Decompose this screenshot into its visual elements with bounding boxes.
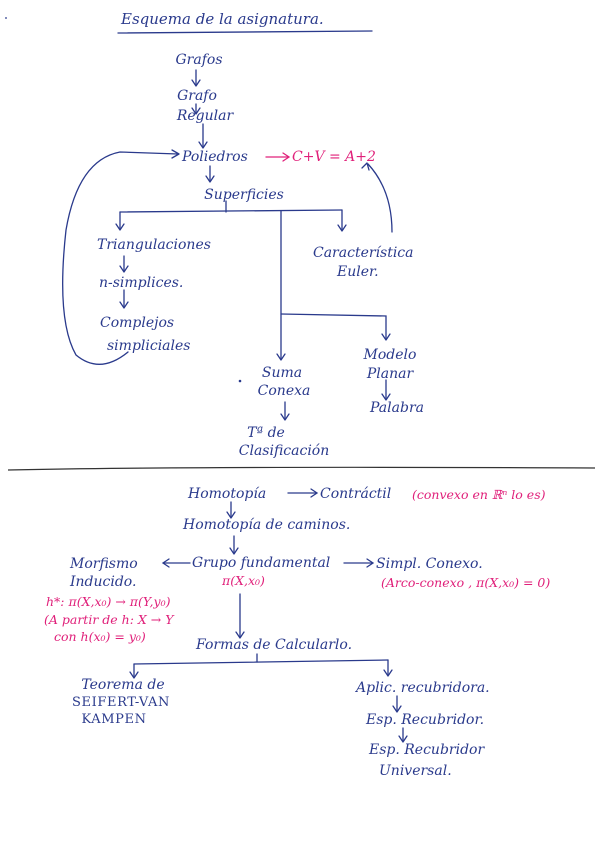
- node-triangulaciones: Triangulaciones: [97, 237, 211, 253]
- loop-complejos-poliedros: [62, 151, 179, 365]
- node-poliedros: Poliedros: [182, 149, 248, 165]
- node-esp-universal-line2: Universal.: [379, 763, 452, 779]
- node-morfismo-line2: Inducido.: [70, 574, 137, 590]
- node-regular: Regular: [176, 108, 234, 124]
- node-seifert-line2: SEIFERT-VAN: [72, 695, 170, 710]
- node-grafos: Grafos: [175, 52, 223, 68]
- grupo-notation: π(X,x₀): [222, 573, 265, 588]
- node-contractil: Contráctil: [320, 486, 392, 502]
- node-suma-line1: Suma: [261, 365, 303, 381]
- contractil-note: (convexo en ℝⁿ lo es): [412, 487, 546, 502]
- node-esp-universal-line1: Esp. Recubridor: [369, 742, 485, 758]
- page-title: Esquema de la asignatura.: [121, 10, 324, 28]
- node-grafo: Grafo: [177, 88, 217, 104]
- node-simpl-conexo: Simpl. Conexo.: [376, 556, 483, 572]
- simpl-conexo-note: (Arco-conexo , π(X,x₀) = 0): [381, 575, 551, 590]
- section-divider: [7, 466, 595, 471]
- node-superficies: Superficies: [204, 187, 284, 203]
- morfismo-note-line2: (A partir de h: X → Y: [44, 612, 174, 627]
- title-underline: [117, 30, 373, 34]
- node-teorema-line2: Clasificación: [238, 443, 330, 459]
- node-formas: Formas de Calcularlo.: [196, 637, 353, 653]
- node-caracteristica-line2: Euler.: [337, 264, 379, 280]
- node-esp-recubridor: Esp. Recubridor.: [366, 712, 485, 728]
- node-modelo-line2: Planar: [366, 366, 414, 382]
- node-homotopia-caminos: Homotopía de caminos.: [183, 517, 351, 533]
- node-palabra: Palabra: [370, 400, 424, 416]
- superficies-branch-line: [119, 209, 343, 213]
- branch-to-modelo: [280, 313, 387, 339]
- node-suma-line2: Conexa: [257, 383, 311, 399]
- node-aplic-recubridora: Aplic. recubridora.: [356, 680, 490, 696]
- node-caracteristica-line1: Característica: [313, 245, 414, 261]
- node-seifert-line3: KAMPEN: [81, 712, 147, 727]
- node-homotopia: Homotopía: [188, 486, 267, 502]
- morfismo-note-line3: con h(x₀) = y₀): [54, 629, 146, 644]
- node-grupo-fundamental: Grupo fundamental: [192, 555, 331, 571]
- node-seifert-line1: Teorema de: [81, 677, 165, 693]
- loop-euler-formula: [367, 163, 393, 233]
- euler-formula: C+V = A+2: [292, 149, 376, 165]
- node-complejos-line2: simpliciales: [107, 338, 191, 354]
- morfismo-note-line1: h*: π(X,x₀) → π(Y,y₀): [46, 594, 171, 609]
- node-teorema-line1: Tª de: [247, 425, 285, 441]
- node-modelo-line1: Modelo: [363, 347, 417, 363]
- formas-branch-line: [133, 659, 389, 665]
- node-n-simplices: n-simplices.: [99, 275, 184, 291]
- node-complejos-line1: Complejos: [100, 315, 175, 331]
- node-morfismo-line1: Morfismo: [70, 556, 138, 572]
